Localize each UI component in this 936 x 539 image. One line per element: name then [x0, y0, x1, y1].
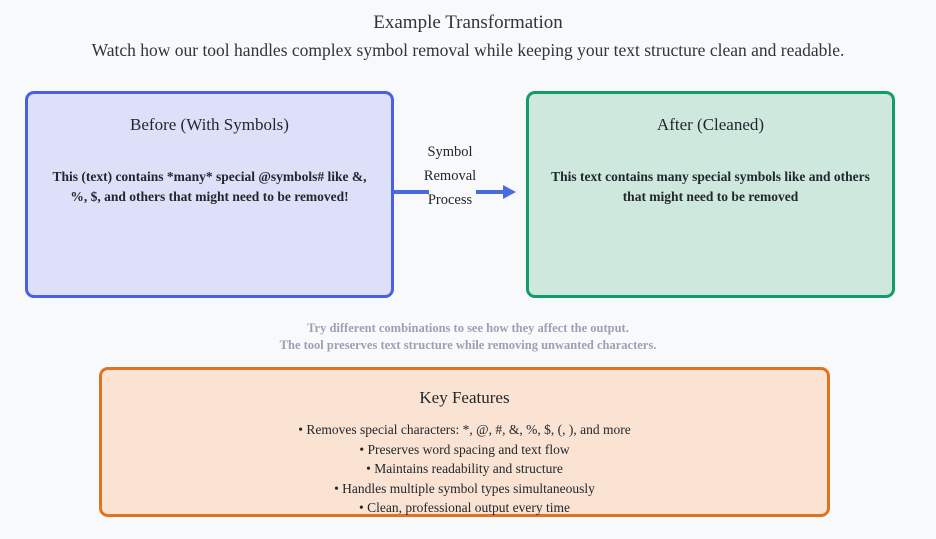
key-features-panel: Key Features • Removes special character…: [99, 367, 830, 517]
arrow-right-icon: [476, 185, 516, 199]
hint-block: Try different combinations to see how th…: [0, 320, 936, 354]
list-item: • Clean, professional output every time: [359, 500, 570, 515]
before-panel: Before (With Symbols) This (text) contai…: [25, 91, 394, 298]
process-label: Symbol Removal Process: [423, 144, 477, 208]
after-panel-title: After (Cleaned): [656, 115, 765, 134]
process-arrow: Symbol Removal Process: [393, 140, 518, 250]
key-features-title: Key Features: [419, 388, 510, 407]
header: Example Transformation Watch how our too…: [0, 0, 936, 63]
list-item: • Maintains readability and structure: [366, 461, 563, 476]
list-item: • Handles multiple symbol types simultan…: [334, 480, 595, 496]
page-title: Example Transformation: [373, 12, 563, 33]
list-item: • Preserves word spacing and text flow: [359, 441, 570, 457]
page-subtitle: Watch how our tool handles complex symbo…: [91, 40, 845, 60]
arrow-line-segment: [393, 190, 429, 194]
before-panel-title: Before (With Symbols): [130, 115, 289, 134]
after-panel: After (Cleaned) This text contains many …: [526, 91, 895, 298]
after-panel-text: This text contains many special symbols …: [551, 169, 870, 204]
list-item: • Removes special characters: *, @, #, &…: [298, 422, 631, 437]
before-panel-text: This (text) contains *many* special @sym…: [52, 169, 367, 204]
key-features-list: • Removes special characters: *, @, #, &…: [102, 420, 827, 518]
hint-line-1: Try different combinations to see how th…: [307, 321, 629, 335]
hint-line-2: The tool preserves text structure while …: [279, 338, 657, 352]
